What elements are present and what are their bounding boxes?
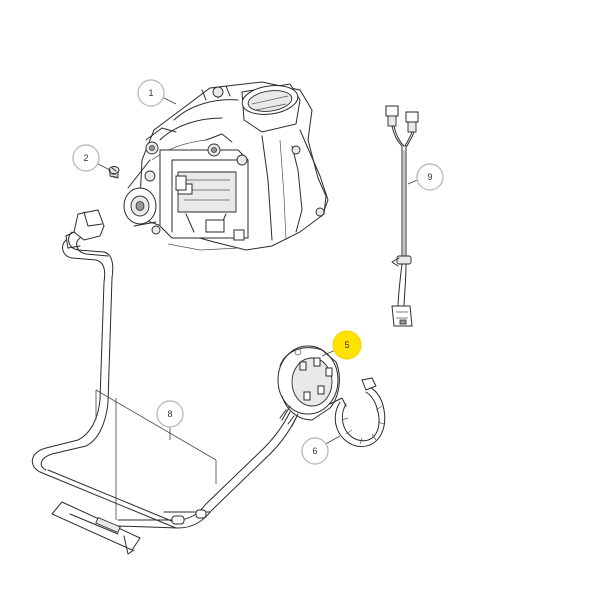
callout-2-label: 2 <box>83 153 88 163</box>
retaining-clip[interactable] <box>329 377 386 448</box>
callout-2[interactable]: 2 <box>72 144 111 172</box>
screw[interactable] <box>108 166 120 179</box>
air-tube[interactable] <box>31 209 297 555</box>
callout-5[interactable]: 5 <box>321 330 362 360</box>
callout-1-label: 1 <box>148 88 153 98</box>
callout-1[interactable]: 1 <box>137 79 177 107</box>
callout-6[interactable]: 6 <box>301 435 341 465</box>
pressure-switch[interactable] <box>277 345 340 427</box>
callout-6-label: 6 <box>312 446 317 456</box>
callout-9[interactable]: 9 <box>407 163 444 191</box>
callout-8[interactable]: 8 <box>156 400 184 440</box>
wiring-harness[interactable] <box>385 105 419 327</box>
callout-9-label: 9 <box>427 172 432 182</box>
part-8-leader-lines <box>95 389 217 520</box>
callout-5-label: 5 <box>344 340 349 350</box>
fan-blower-assembly[interactable] <box>123 81 329 251</box>
callout-8-label: 8 <box>167 409 172 419</box>
